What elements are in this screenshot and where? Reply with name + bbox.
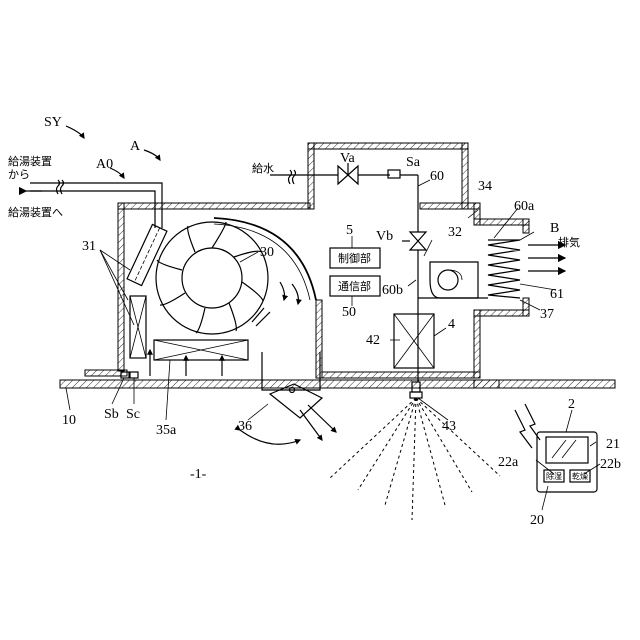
- svg-text:除湿: 除湿: [546, 471, 562, 481]
- label-A0: A0: [96, 157, 113, 172]
- svg-text:制御部: 制御部: [338, 251, 371, 265]
- airflow-arrows: [150, 282, 298, 376]
- mist-spray: [330, 398, 500, 520]
- label-60: 60: [430, 169, 444, 184]
- heater-element-left: [130, 296, 146, 358]
- label-36: 36: [238, 419, 252, 434]
- label-Vb: Vb: [376, 229, 393, 244]
- label-Sa: Sa: [406, 155, 421, 170]
- label-22b: 22b: [600, 457, 621, 472]
- figure-number: -1-: [190, 467, 207, 482]
- label-20: 20: [530, 513, 544, 528]
- fan: [156, 222, 268, 334]
- label-B: B: [550, 221, 559, 236]
- label-43: 43: [442, 419, 456, 434]
- filter-35a: [154, 340, 248, 360]
- label-exhaust: 排気: [558, 235, 580, 249]
- label-5: 5: [346, 223, 353, 238]
- label-Sc: Sc: [126, 407, 140, 422]
- svg-text:乾燥: 乾燥: [572, 471, 588, 481]
- comm-unit-box: 通信部: [330, 276, 380, 296]
- label-60b: 60b: [382, 283, 403, 298]
- label-21: 21: [606, 437, 620, 452]
- label-37: 37: [540, 307, 554, 322]
- label-4: 4: [448, 317, 455, 332]
- label-31: 31: [82, 239, 96, 254]
- label-hot-water-from-2: から: [8, 168, 30, 181]
- exhaust-fan: [430, 262, 478, 298]
- label-A: A: [130, 139, 141, 154]
- label-34: 34: [478, 179, 492, 194]
- ceiling: [60, 380, 615, 388]
- label-10: 10: [62, 413, 76, 428]
- remote-controller: 除湿 乾燥: [515, 404, 597, 492]
- label-32: 32: [448, 225, 462, 240]
- main-housing: [85, 203, 499, 388]
- label-hot-water-to: 給湯装置へ: [8, 205, 63, 219]
- label-30: 30: [260, 245, 274, 260]
- label-water-supply: 給水: [252, 161, 274, 175]
- label-35a: 35a: [156, 423, 177, 438]
- control-unit-box: 制御部: [330, 248, 380, 268]
- label-50: 50: [342, 305, 356, 320]
- label-60a: 60a: [514, 199, 535, 214]
- label-Sb: Sb: [104, 407, 119, 422]
- label-Va: Va: [340, 151, 356, 166]
- label-hot-water-from-1: 給湯装置: [8, 154, 52, 168]
- label-61: 61: [550, 287, 564, 302]
- svg-text:通信部: 通信部: [338, 279, 371, 293]
- label-SY: SY: [44, 115, 62, 130]
- label-42: 42: [366, 333, 380, 348]
- label-22a: 22a: [498, 455, 519, 470]
- label-2: 2: [568, 397, 575, 412]
- partition: [214, 218, 322, 378]
